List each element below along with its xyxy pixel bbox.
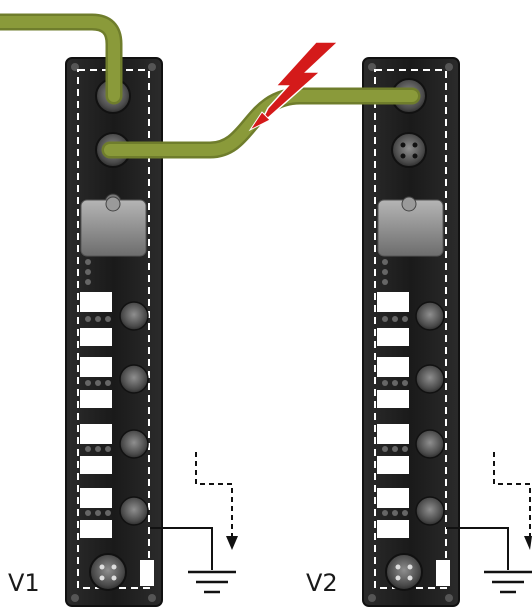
io-module-v1 [65,57,163,607]
led-indicator [382,279,388,285]
io-port-group [80,488,149,538]
io-port-group [377,292,445,346]
rotary-switch-icon [401,196,417,212]
module-label-v1: V1 [8,569,40,597]
led-indicator [85,279,91,285]
screw-icon [71,594,79,602]
m12-connector-icon [415,364,445,394]
led-indicator [85,259,91,265]
led-indicator [382,269,388,275]
io-port-group [80,292,149,346]
arrow-down-icon [226,536,238,550]
label-tag [140,560,154,586]
module-label-v2: V2 [306,569,338,597]
m12-connector-icon [119,496,149,526]
discharge-path [195,452,233,538]
m12-connector-icon [119,301,149,331]
screw-icon [368,594,376,602]
power-connector-icon [89,553,127,591]
m12-connector-icon [415,429,445,459]
io-port-group [377,424,445,474]
m12-connector-icon [119,429,149,459]
rotary-switch-icon [105,196,121,212]
power-connector-icon [385,553,423,591]
label-tag [436,560,450,586]
io-port-group [80,357,149,408]
screw-icon [148,63,156,71]
m12-connector-icon [415,301,445,331]
screw-icon [445,63,453,71]
m12-connector-icon [415,496,445,526]
discharge-path [493,452,531,538]
m12-connector-icon [119,364,149,394]
screw-icon [445,594,453,602]
io-port-group [377,488,445,538]
lightning-bolt-icon [259,41,340,125]
m12-connector-icon [391,132,427,168]
screw-icon [148,594,156,602]
arrow-down-icon [524,536,532,550]
io-port-group [377,357,445,408]
ground-connection-v1 [150,452,238,594]
ground-connection-v2 [446,452,532,594]
led-indicator [85,269,91,275]
io-module-v2 [362,57,460,607]
led-indicator [382,259,388,265]
io-port-group [80,424,149,474]
